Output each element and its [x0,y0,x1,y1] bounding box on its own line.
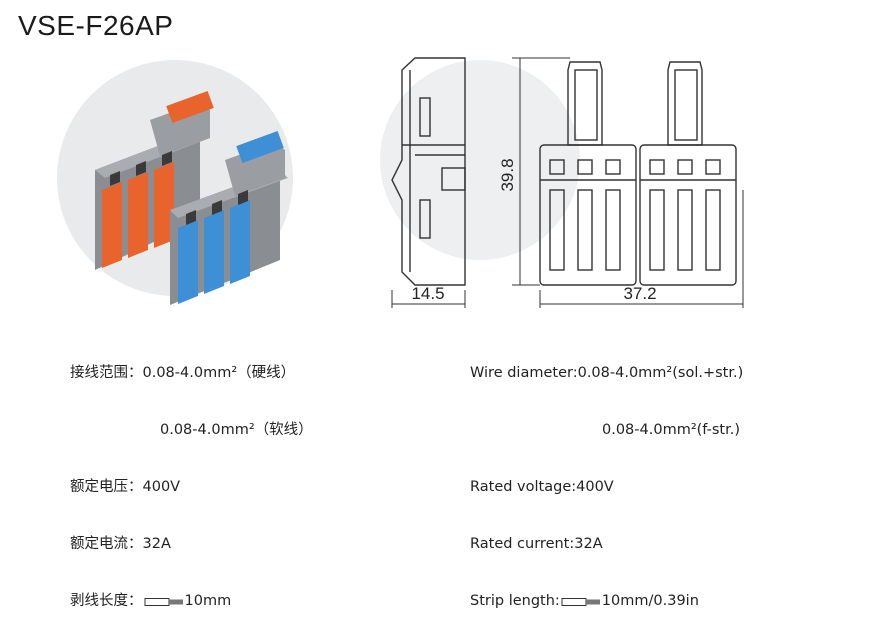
spec-wire-range-2: 0.08-4.0mm²（软线） [70,421,313,440]
wire-diameter-label: Wire diameter: [470,365,578,381]
width-dimension: 37.2 [623,284,656,303]
rated-voltage-label: 额定电压： [70,479,143,495]
spec-rated-voltage: 额定电压：400V [70,478,313,497]
spec-wire-diameter: Wire diameter:0.08-4.0mm²(sol.+str.) [470,364,743,383]
strip-length-label-en: Strip length: [470,593,560,609]
rated-current-label-en: Rated current: [470,536,575,552]
stripped-wire-icon [561,597,600,606]
strip-length-value: 10mm [184,593,232,609]
depth-dimension: 14.5 [411,284,444,303]
rated-voltage-value: 400V [142,479,181,495]
front-view [539,61,737,286]
wire-range-value-2: 0.08-4.0mm²（软线） [160,422,313,438]
strip-length-value-en: 10mm/0.39in [601,593,699,609]
wire-diameter-value-1: 0.08-4.0mm²(sol.+str.) [577,365,744,381]
spec-wire-diameter-2: 0.08-4.0mm²(f-str.) [470,421,743,440]
wire-diameter-value-2: 0.08-4.0mm²(f-str.) [602,422,740,438]
spec-strip-length: 剥线长度： 10mm [70,592,313,611]
specs-chinese: 接线范围：0.08-4.0mm²（硬线） 0.08-4.0mm²（软线） 额定电… [70,326,313,630]
side-view [391,57,466,286]
technical-drawing: 39.8 14.5 37.2 [380,57,744,308]
spec-wire-range: 接线范围：0.08-4.0mm²（硬线） [70,364,313,383]
rated-voltage-label-en: Rated voltage: [470,479,577,495]
spec-strip-length-en: Strip length: 10mm/0.39in [470,592,743,611]
rated-current-value: 32A [142,536,171,552]
wire-range-value-1: 0.08-4.0mm²（硬线） [142,365,296,381]
wire-range-label: 接线范围： [70,365,143,381]
spec-rated-voltage-en: Rated voltage:400V [470,478,743,497]
orange-connector [95,91,214,270]
height-dimension: 39.8 [498,158,517,191]
dimension-lines [391,57,744,308]
stripped-wire-icon [144,597,183,606]
product-photo [57,60,293,305]
product-title: VSE-F26AP [18,10,174,41]
rated-current-value-en: 32A [574,536,603,552]
specs-english: Wire diameter:0.08-4.0mm²(sol.+str.) 0.0… [470,326,743,630]
spec-rated-current-en: Rated current:32A [470,535,743,554]
blue-connector [170,131,288,305]
rated-current-label: 额定电流： [70,536,143,552]
rated-voltage-value-en: 400V [576,479,614,495]
spec-rated-current: 额定电流：32A [70,535,313,554]
strip-length-label: 剥线长度： [70,593,143,609]
